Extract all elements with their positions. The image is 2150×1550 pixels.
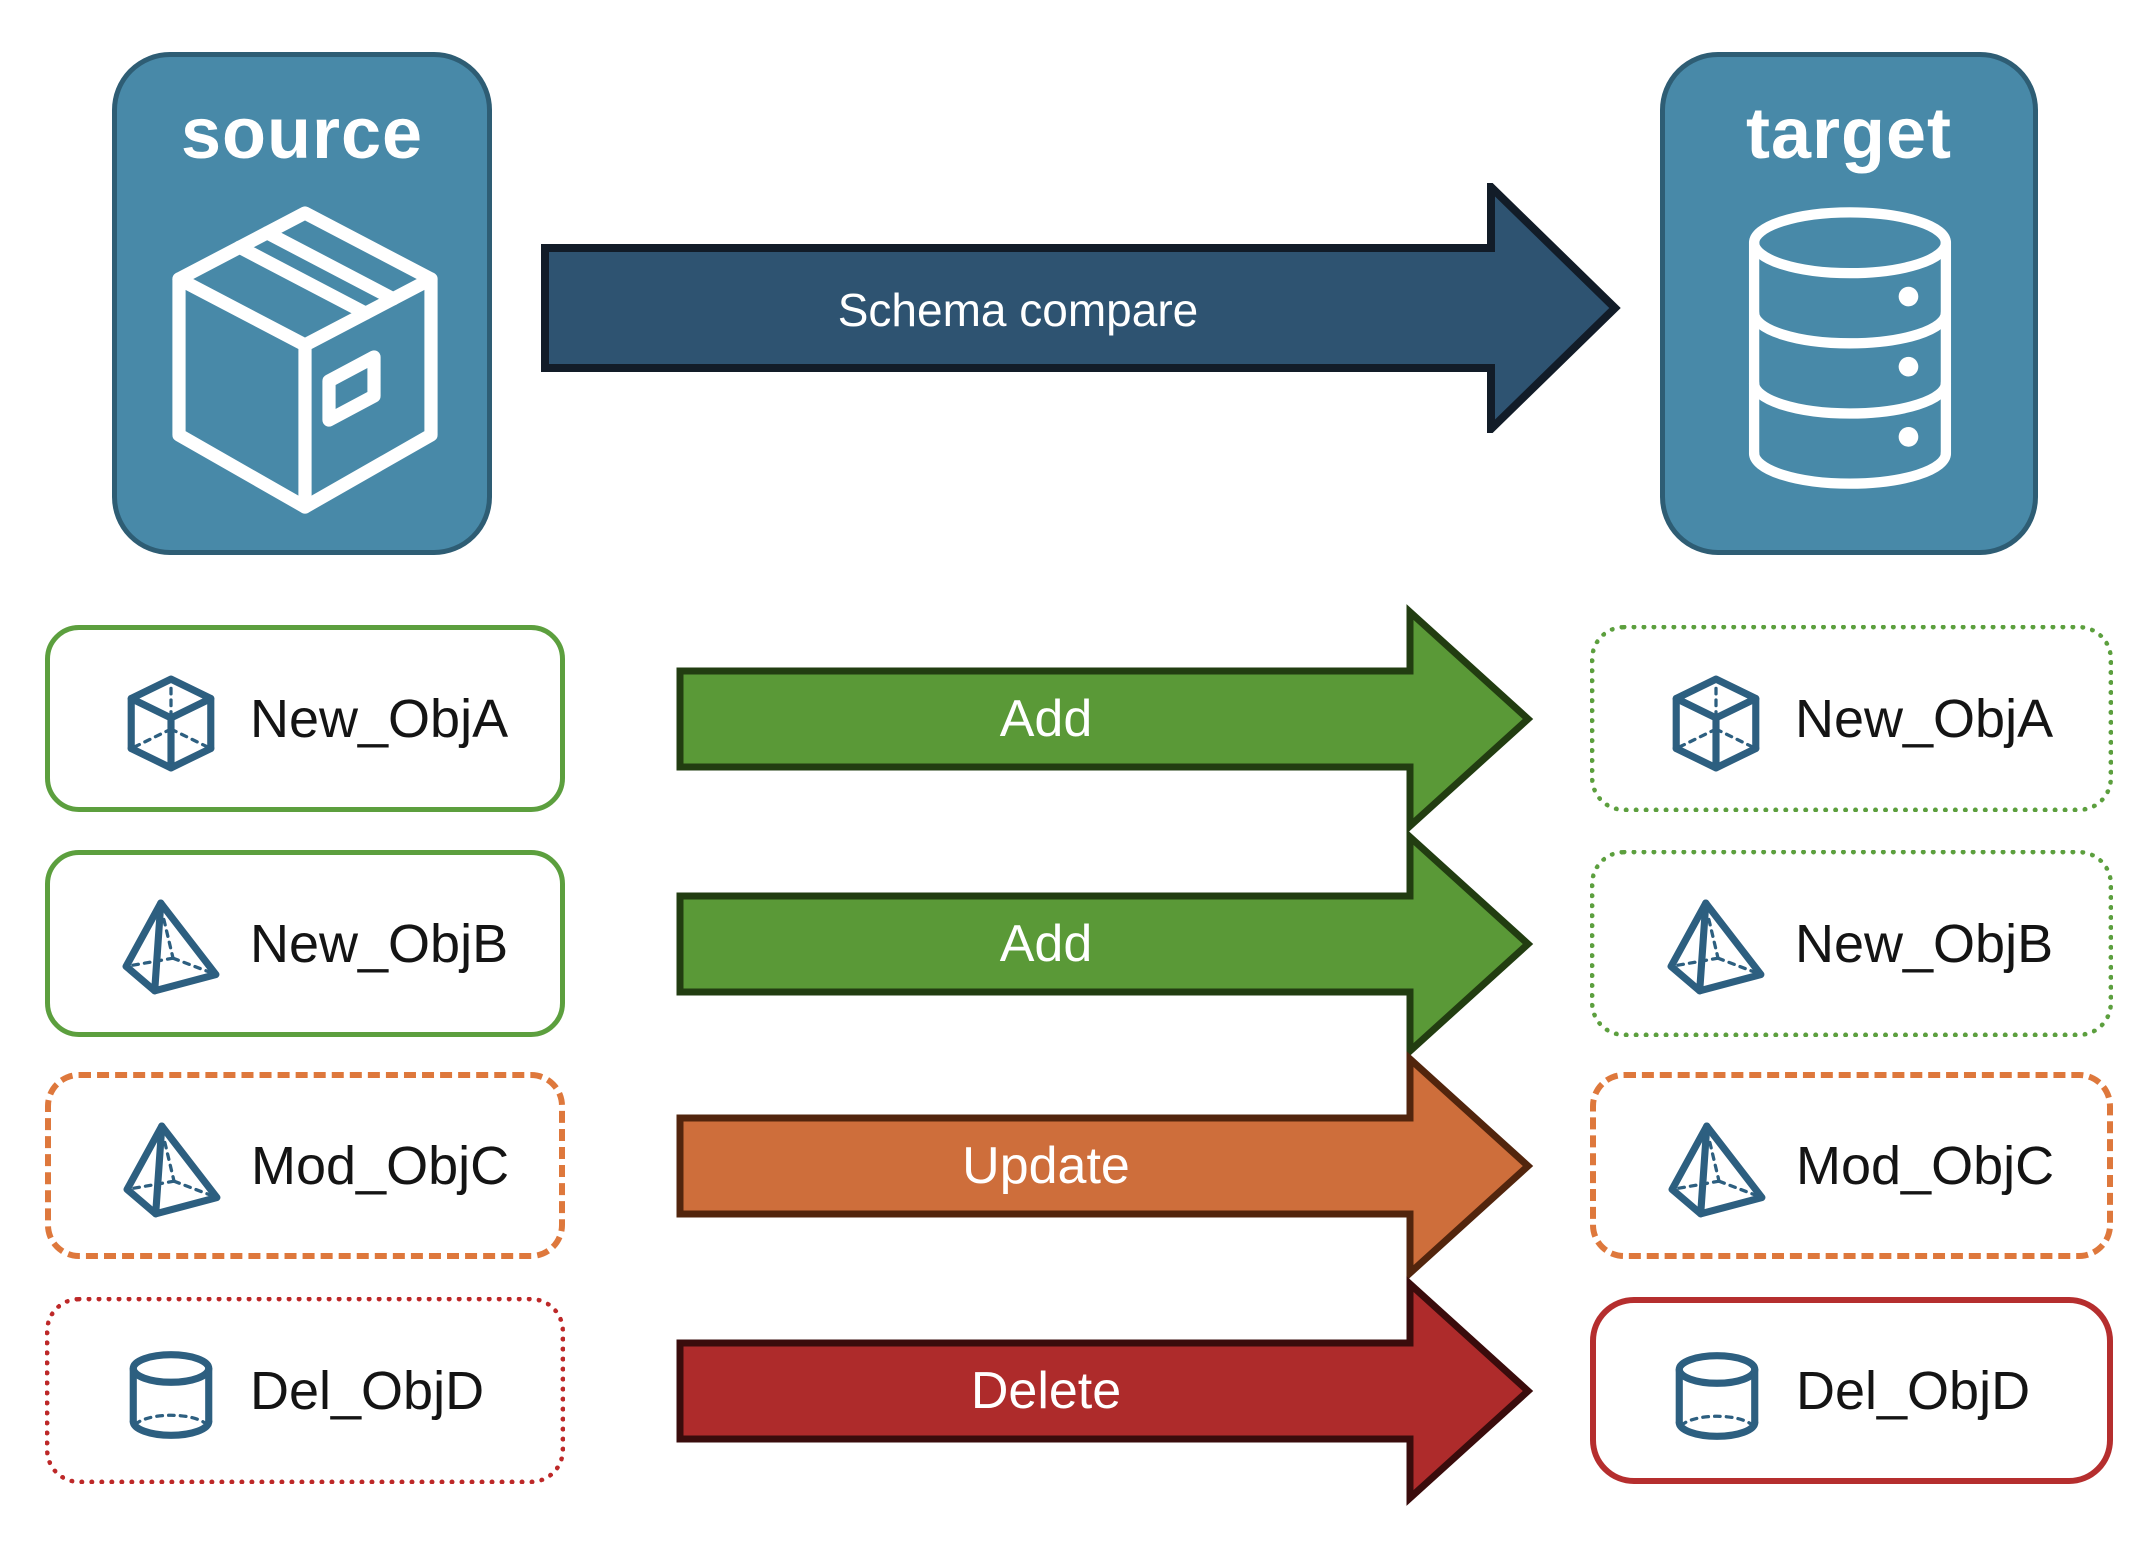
target-object-card: Mod_ObjC — [1590, 1072, 2113, 1259]
object-name: Del_ObjD — [1796, 1360, 2031, 1421]
sync-row: Del_ObjD Delete Del_ObjD — [0, 1276, 2150, 1506]
action-label: Update — [962, 1137, 1130, 1195]
object-name: Mod_ObjC — [251, 1135, 510, 1196]
update-arrow — [676, 1051, 1534, 1281]
cylinder-icon — [120, 1344, 222, 1446]
cube-icon — [120, 672, 222, 774]
object-name: New_ObjB — [250, 913, 509, 974]
package-icon — [172, 206, 438, 514]
object-name: New_ObjA — [1795, 688, 2054, 749]
target-object-card: New_ObjB — [1590, 850, 2113, 1037]
add-arrow — [676, 604, 1534, 834]
object-name: New_ObjB — [1795, 913, 2054, 974]
database-icon — [1748, 207, 1952, 489]
target-object-card: New_ObjA — [1590, 625, 2113, 812]
target-node: target — [1660, 52, 2038, 555]
pyramid-icon — [1665, 897, 1767, 999]
action-label: Delete — [970, 1362, 1122, 1420]
cylinder-icon — [1666, 1345, 1768, 1447]
action-label: Add — [999, 915, 1093, 973]
pyramid-icon — [121, 1120, 223, 1222]
sync-row: Mod_ObjC Update Mod_ObjC — [0, 1051, 2150, 1281]
object-name: New_ObjA — [250, 688, 509, 749]
source-object-card: New_ObjB — [45, 850, 565, 1037]
object-name: Mod_ObjC — [1796, 1135, 2055, 1196]
schema-compare-arrow — [541, 183, 1621, 433]
source-object-card: Mod_ObjC — [45, 1072, 565, 1259]
object-name: Del_ObjD — [250, 1360, 485, 1421]
action-label: Add — [999, 690, 1093, 748]
target-object-card: Del_ObjD — [1590, 1297, 2113, 1484]
source-object-card: Del_ObjD — [45, 1297, 565, 1484]
target-title: target — [1745, 94, 1953, 174]
cube-icon — [1665, 672, 1767, 774]
pyramid-icon — [120, 897, 222, 999]
source-node: source — [112, 52, 492, 555]
sync-row: New_ObjA Add New_ObjA — [0, 604, 2150, 834]
source-object-card: New_ObjA — [45, 625, 565, 812]
pyramid-icon — [1666, 1120, 1768, 1222]
delete-arrow — [676, 1276, 1534, 1506]
add-arrow — [676, 829, 1534, 1059]
sync-row: New_ObjB Add New_ObjB — [0, 829, 2150, 1059]
schema-compare-label: Schema compare — [837, 284, 1199, 336]
source-title: source — [180, 94, 424, 174]
